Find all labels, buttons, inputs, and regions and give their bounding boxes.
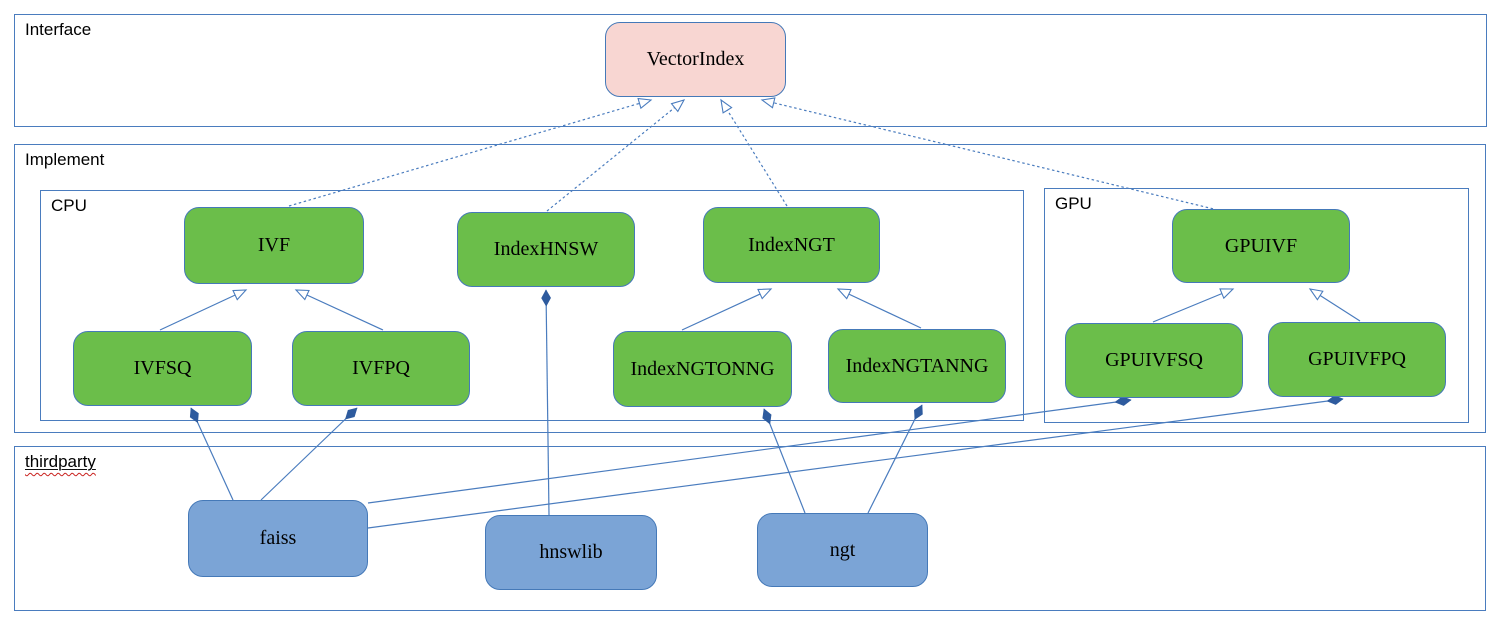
interface-label: Interface <box>25 20 92 39</box>
implement-label: Implement <box>25 150 105 169</box>
node-indexhnsw: IndexHNSW <box>457 212 635 287</box>
node-ivfsq: IVFSQ <box>73 331 252 406</box>
node-faiss: faiss <box>188 500 368 577</box>
node-ivfpq: IVFPQ <box>292 331 470 406</box>
thirdparty-label: thirdparty <box>25 452 96 472</box>
node-gpuivf: GPUIVF <box>1172 209 1350 283</box>
node-indexngt: IndexNGT <box>703 207 880 283</box>
thirdparty-label-text: thirdparty <box>25 452 96 471</box>
node-gpuivfsq: GPUIVFSQ <box>1065 323 1243 398</box>
node-vectorindex: VectorIndex <box>605 22 786 97</box>
node-indexngtanng: IndexNGTANNG <box>828 329 1006 403</box>
node-gpuivfpq: GPUIVFPQ <box>1268 322 1446 397</box>
node-ivf: IVF <box>184 207 364 284</box>
node-indexngtonng: IndexNGTONNG <box>613 331 792 407</box>
node-ngt: ngt <box>757 513 928 587</box>
cpu-label: CPU <box>51 196 87 215</box>
gpu-label: GPU <box>1055 194 1092 213</box>
node-hnswlib: hnswlib <box>485 515 657 590</box>
